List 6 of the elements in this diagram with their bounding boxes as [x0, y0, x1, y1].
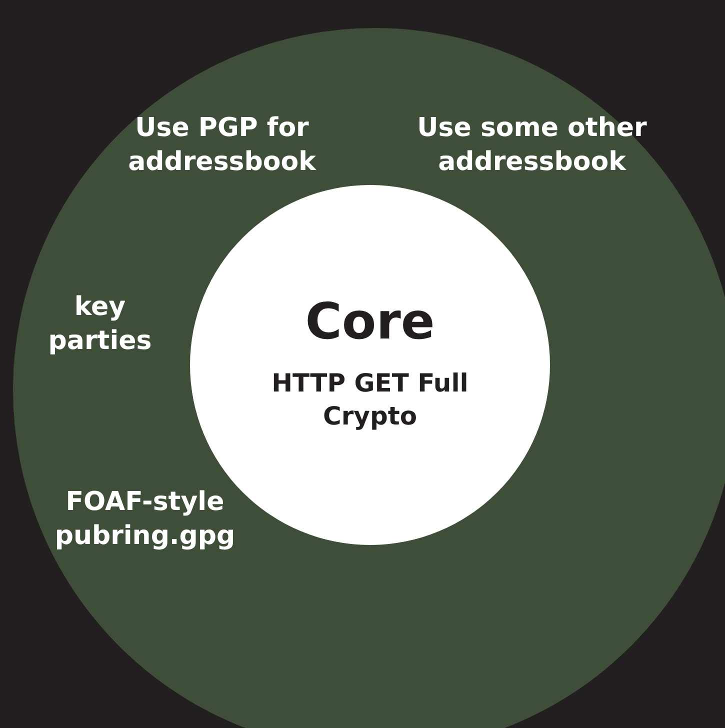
ring-label: Use some other addressbook	[416, 112, 648, 179]
core-detail: HTTP GET Full Crypto	[270, 368, 470, 432]
ring-label: key parties	[47, 291, 153, 358]
core-title: Core	[304, 292, 436, 352]
ring-label: FOAF-style pubring.gpg	[54, 486, 236, 553]
ring-label: Use PGP for addressbook	[127, 112, 318, 179]
